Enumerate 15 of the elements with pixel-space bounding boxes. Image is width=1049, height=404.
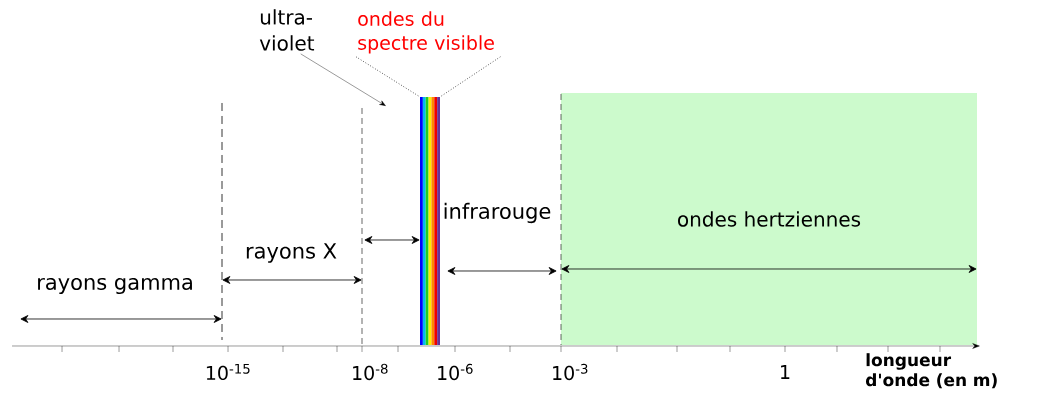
tick-label: 10$^{-6}$ <box>438 363 473 381</box>
text-label: ultra-violet <box>259 9 315 51</box>
text-label: ondes du spectre visible <box>358 11 494 54</box>
leader-line <box>355 56 421 98</box>
tick-label: 10$^{-15}$ <box>206 363 250 381</box>
tick-label: 10$^{-3}$ <box>553 363 588 381</box>
leader-line <box>439 56 501 98</box>
spectrum-drawing <box>420 97 440 345</box>
band-label: infrarouge <box>444 202 551 224</box>
band-label: rayons gamma <box>38 277 192 295</box>
band: ondes hertziennes <box>561 93 977 345</box>
leader-line <box>300 53 386 106</box>
band-label: rayons X <box>246 243 337 263</box>
tick-label: 10$^{-8}$ <box>353 363 388 381</box>
tick-label: 1 <box>781 365 790 379</box>
